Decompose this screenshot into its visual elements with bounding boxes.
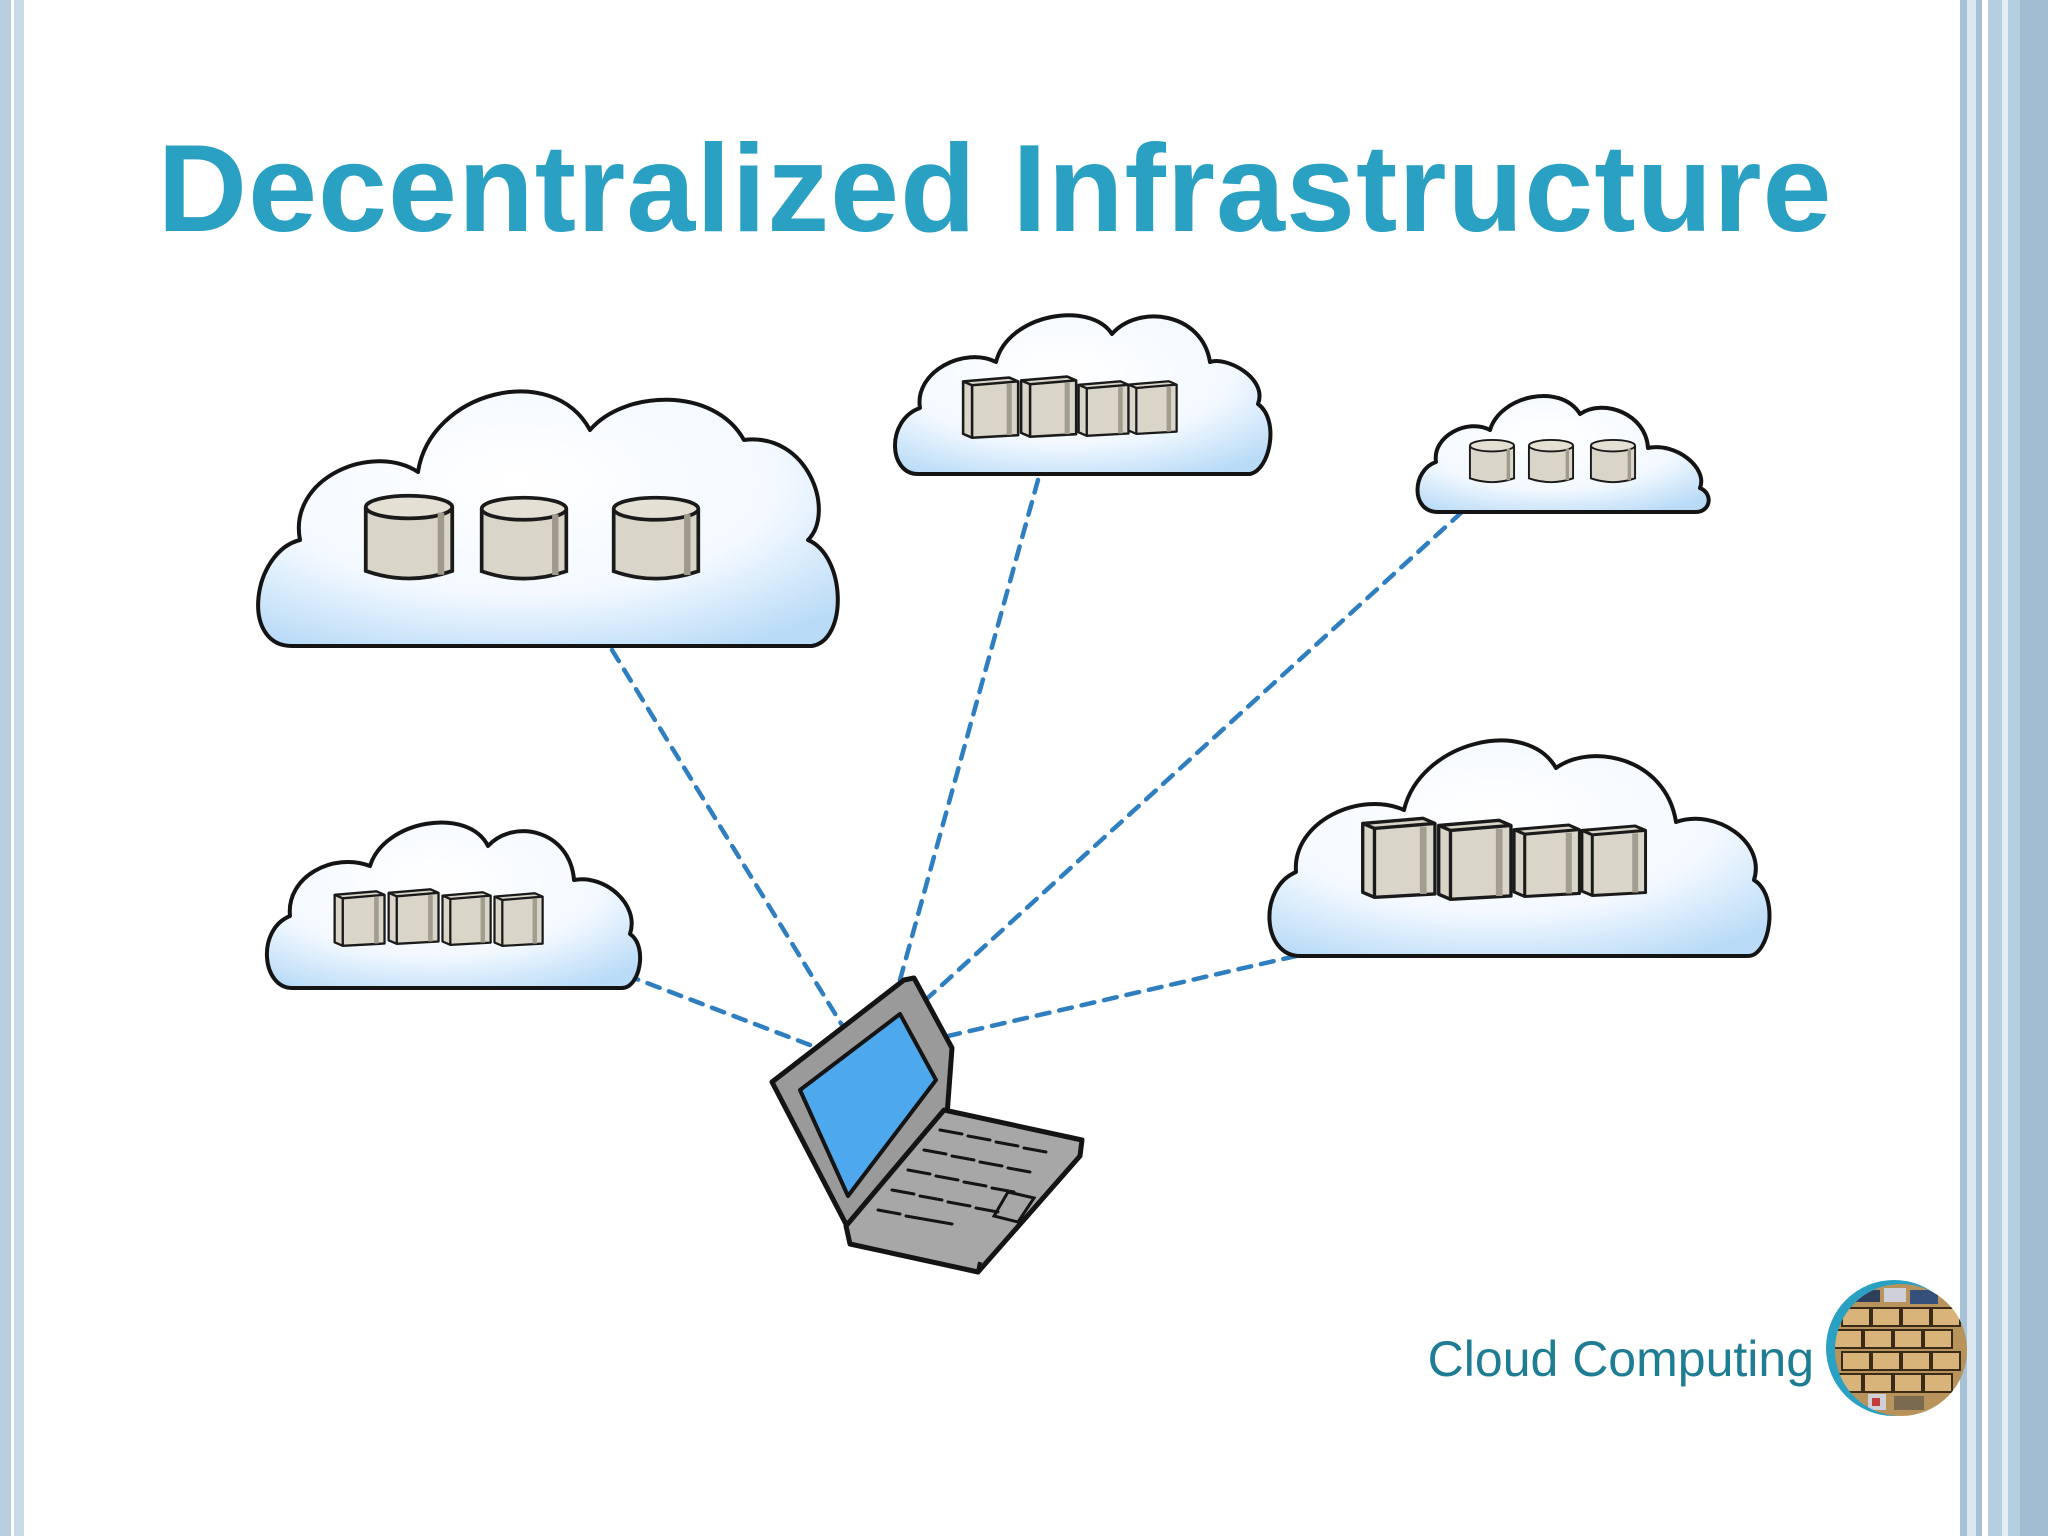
database-cylinder-icon: [614, 498, 699, 579]
server-rack-group: [1363, 818, 1646, 899]
server-rack-icon: [1514, 825, 1579, 896]
server-rack-icon: [335, 891, 385, 946]
server-rack-icon: [1079, 381, 1129, 436]
slide-left-border: [0, 0, 24, 1536]
database-cylinder-icon: [1468, 438, 1516, 484]
laptop-icon: [769, 975, 1085, 1275]
keyboard: [876, 1128, 1048, 1226]
footer-label: Cloud Computing: [1427, 1331, 1814, 1387]
server-rack-icon: [1582, 826, 1646, 896]
server-rack-icon: [389, 889, 439, 944]
touchpad: [991, 1190, 1037, 1224]
server-rack-group: [335, 889, 543, 946]
connection-line: [897, 477, 1041, 983]
cloud-top-right: [1415, 394, 1711, 514]
cloud-lower-right: [1267, 738, 1772, 958]
connection-lines: [609, 477, 1465, 1048]
server-rack-icon: [1128, 381, 1176, 434]
slide-right-border: [1958, 0, 2048, 1536]
connection-line: [917, 509, 1465, 1008]
connection-line: [623, 972, 813, 1048]
database-group: [366, 496, 699, 579]
server-rack-icon: [963, 378, 1018, 438]
server-rack-icon: [1021, 377, 1076, 437]
cloud-lower-left: [265, 820, 643, 990]
database-group: [1468, 438, 1637, 484]
server-rack-group: [963, 377, 1177, 438]
database-cylinder-icon: [1589, 438, 1637, 484]
slide-title: Decentralized Infrastructure: [157, 120, 1833, 258]
connection-line: [945, 953, 1299, 1039]
database-cylinder-icon: [482, 498, 567, 579]
connection-line: [609, 647, 845, 1028]
cloud-top-center: [893, 313, 1273, 476]
server-rack-icon: [1363, 818, 1435, 897]
server-rack-icon: [1439, 820, 1511, 899]
database-cylinder-icon: [366, 496, 452, 579]
database-cylinder-icon: [1527, 438, 1575, 484]
server-rack-icon: [442, 892, 490, 945]
cloud-large-top-left: [256, 389, 840, 648]
cloud-computing-logo: [1826, 1280, 1967, 1416]
server-rack-icon: [494, 893, 542, 946]
